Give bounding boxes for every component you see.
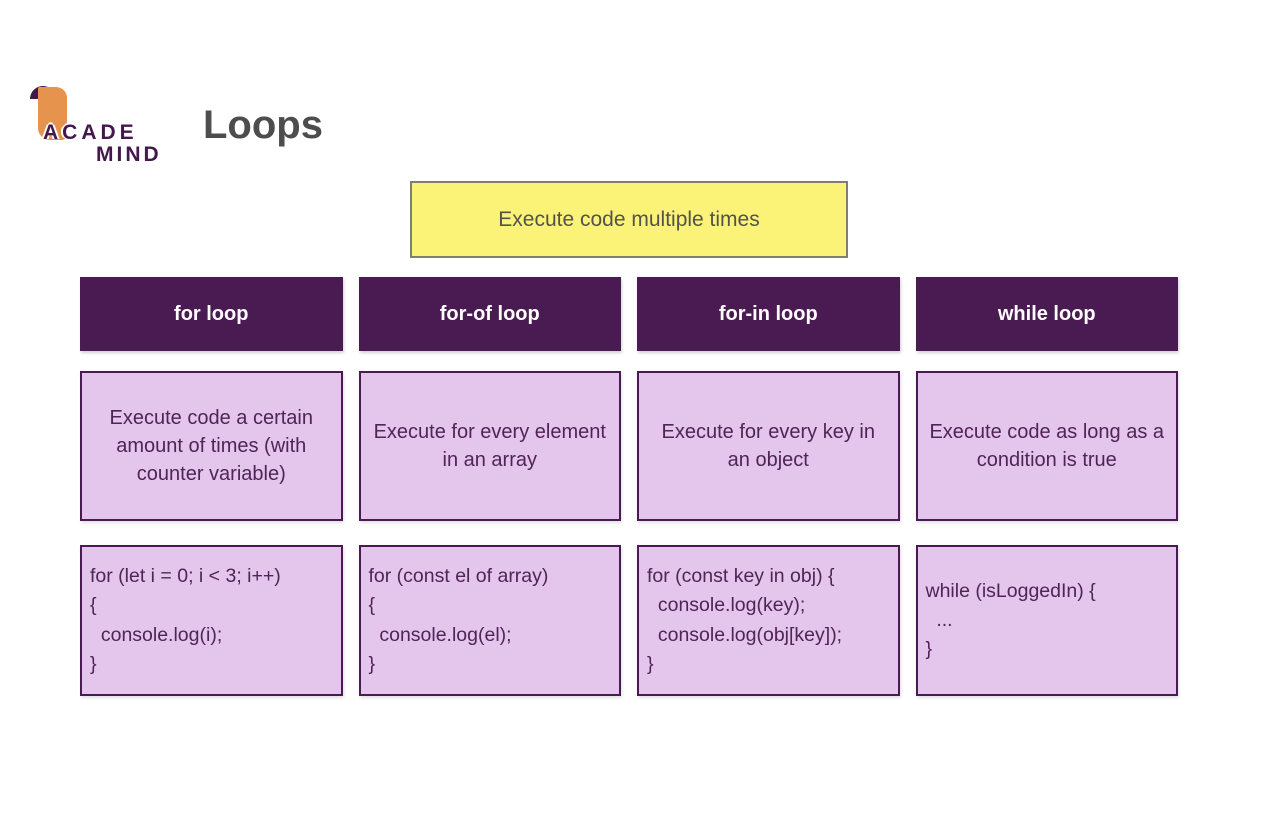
banner-execute-code: Execute code multiple times xyxy=(410,181,848,258)
header-row: for loop for-of loop for-in loop while l… xyxy=(80,277,1178,351)
code-text: for (const el of array) { console.log(el… xyxy=(368,565,549,675)
code-text: for (let i = 0; i < 3; i++) { console.lo… xyxy=(90,565,281,675)
description-for-of-loop: Execute for every element in an array xyxy=(358,371,621,521)
code-text: while (isLoggedIn) { ... } xyxy=(925,579,1096,661)
code-for-of-loop: for (const el of array) { console.log(el… xyxy=(358,545,621,696)
brand-name-acade: ACADE xyxy=(43,121,138,144)
academind-logo-icon xyxy=(30,84,78,142)
description-while-loop: Execute code as long as a condition is t… xyxy=(915,371,1178,521)
code-row: for (let i = 0; i < 3; i++) { console.lo… xyxy=(80,545,1178,696)
brand-name-mind: MIND xyxy=(96,143,162,166)
page-title: Loops xyxy=(203,103,323,147)
column-header-for-of-loop: for-of loop xyxy=(358,277,621,351)
code-for-loop: for (let i = 0; i < 3; i++) { console.lo… xyxy=(80,545,343,696)
code-for-in-loop: for (const key in obj) { console.log(key… xyxy=(637,545,900,696)
column-header-while-loop: while loop xyxy=(915,277,1178,351)
description-for-in-loop: Execute for every key in an object xyxy=(637,371,900,521)
column-header-for-loop: for loop xyxy=(80,277,343,351)
description-row: Execute code a certain amount of times (… xyxy=(80,371,1178,521)
code-text: for (const key in obj) { console.log(key… xyxy=(647,565,843,675)
logo-ribbon-icon xyxy=(38,87,67,140)
banner-text: Execute code multiple times xyxy=(498,207,760,231)
description-for-loop: Execute code a certain amount of times (… xyxy=(80,371,343,521)
code-while-loop: while (isLoggedIn) { ... } xyxy=(915,545,1178,696)
academind-logo: ACADE MIND xyxy=(30,84,170,168)
column-header-for-in-loop: for-in loop xyxy=(637,277,900,351)
